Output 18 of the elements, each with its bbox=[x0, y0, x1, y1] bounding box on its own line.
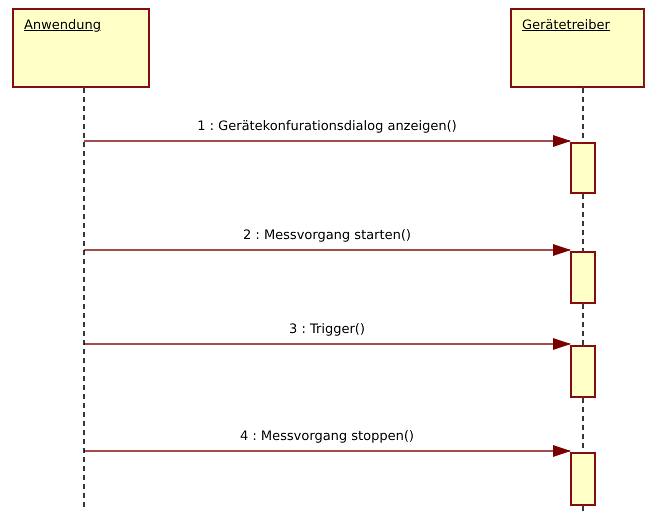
participant-name: Gerätetreiber bbox=[522, 18, 610, 33]
lifeline bbox=[582, 304, 584, 345]
message-arrow bbox=[84, 338, 571, 350]
message-label: 3 : Trigger() bbox=[287, 322, 367, 337]
activation-bar bbox=[570, 251, 596, 304]
message-label: 2 : Messvorgang starten() bbox=[241, 228, 413, 243]
message-arrow bbox=[84, 135, 571, 147]
participant-name: Anwendung bbox=[24, 18, 101, 33]
lifeline-box bbox=[510, 8, 645, 88]
activation-bar bbox=[570, 345, 596, 398]
activation-bar bbox=[570, 452, 596, 506]
lifeline bbox=[582, 194, 584, 251]
lifeline bbox=[582, 506, 584, 511]
message-label: 4 : Messvorgang stoppen() bbox=[238, 429, 416, 444]
activation-bar bbox=[570, 142, 596, 194]
lifeline-box bbox=[12, 8, 150, 88]
message-arrow bbox=[84, 445, 571, 457]
message-arrow bbox=[84, 244, 571, 256]
